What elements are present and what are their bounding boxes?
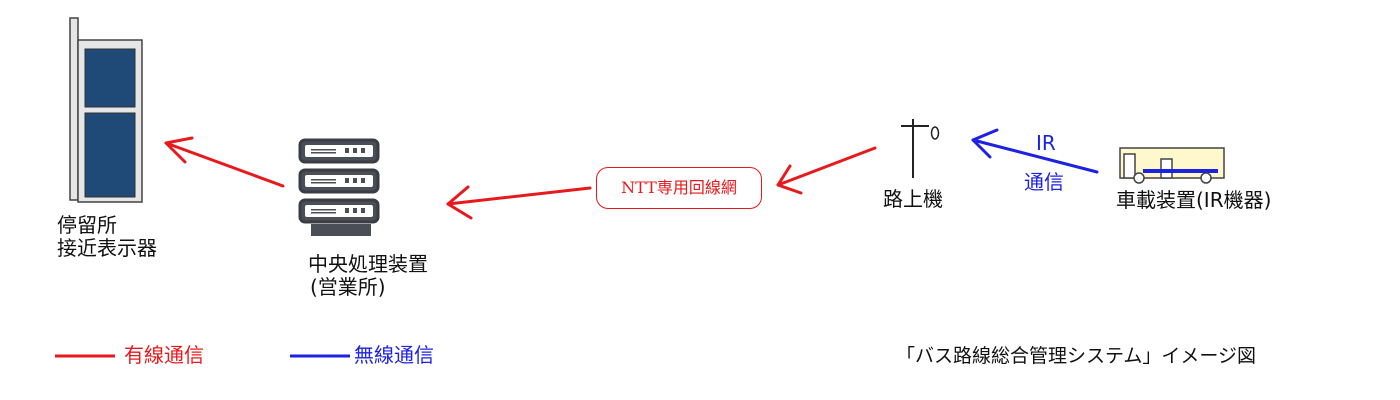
legend-wired-label: 有線通信 — [124, 343, 204, 367]
diagram-caption: 「バス路線総合管理システム」イメージ図 — [896, 345, 1257, 367]
bus-stop-label-line1: 停留所 — [57, 213, 117, 237]
bus-stop-label-line2: 接近表示器 — [57, 236, 157, 260]
server-label-line2: (営業所) — [310, 275, 386, 299]
server-icon — [298, 138, 380, 236]
link-roadside-to-network — [776, 146, 877, 195]
server-label: 中央処理装置 (営業所) — [308, 253, 428, 299]
ir-label: IR — [1036, 131, 1056, 155]
roadside-unit-icon — [901, 119, 940, 178]
legend-wireless-label: 無線通信 — [354, 343, 434, 367]
ir-comm-label: 通信 — [1024, 170, 1064, 194]
link-server-to-busstop — [164, 136, 285, 188]
link-network-to-server — [446, 185, 592, 220]
bus-icon — [1119, 147, 1225, 184]
bus-device-label: 車載装置(IR機器) — [1116, 188, 1272, 212]
roadside-unit-label: 路上機 — [883, 187, 943, 211]
link-bus-to-roadside — [971, 128, 1099, 174]
server-label-line1: 中央処理装置 — [308, 252, 428, 276]
bus-stop-label: 停留所 接近表示器 — [57, 214, 157, 260]
ntt-network-box: NTT専用回線網 — [596, 167, 762, 209]
bus-stop-display-icon — [69, 17, 143, 203]
